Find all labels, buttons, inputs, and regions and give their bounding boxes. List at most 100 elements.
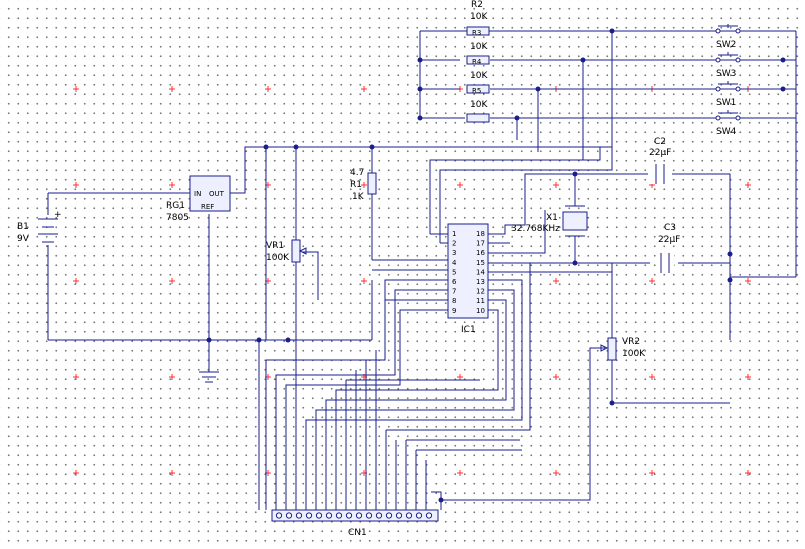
- ic1-pin-label: 2: [452, 240, 456, 248]
- svg-text:R1: R1: [350, 180, 362, 190]
- svg-text:REF: REF: [201, 203, 214, 211]
- connector-pin: [345, 512, 353, 519]
- switch-sw3[interactable]: SW3: [715, 52, 741, 79]
- svg-text:4.7: 4.7: [350, 168, 364, 178]
- ic1-pin-label: 8: [452, 297, 456, 305]
- grid-cross: [553, 470, 559, 476]
- battery-b1[interactable]: + B1 9V: [17, 210, 62, 244]
- crystal-x1[interactable]: X1 32.768KHz: [511, 205, 588, 237]
- grid-cross: [457, 374, 463, 380]
- connector-pin: [405, 512, 413, 519]
- ic1-pin-label: 5: [452, 268, 456, 276]
- grid-cross: [745, 470, 751, 476]
- wires: [47, 30, 797, 510]
- connector-pin: [355, 512, 363, 519]
- resistor-r3[interactable]: R3 10K: [466, 29, 490, 65]
- svg-text:IC1: IC1: [461, 325, 476, 335]
- grid-cross: [457, 470, 463, 476]
- grid-cross: [649, 470, 655, 476]
- svg-text:10K: 10K: [470, 71, 488, 81]
- ic1-pin-label: 7: [452, 288, 456, 296]
- resistor-r5[interactable]: R5 10K: [466, 87, 490, 123]
- connector-pin: [415, 512, 423, 519]
- grid-cross: [649, 374, 655, 380]
- svg-text:OUT: OUT: [209, 190, 225, 198]
- potentiometer-vr1[interactable]: VR1 100K: [266, 239, 307, 263]
- svg-text:B1: B1: [17, 222, 29, 232]
- grid-cross: [745, 278, 751, 284]
- grid-cross: [169, 86, 175, 92]
- svg-text:100K: 100K: [266, 253, 290, 263]
- connector-pin: [305, 512, 313, 519]
- resistor-r2[interactable]: R2 10K: [466, 0, 490, 36]
- grid-cross: [169, 278, 175, 284]
- grid-cross: [361, 182, 367, 188]
- grid-cross: [73, 86, 79, 92]
- svg-text:C2: C2: [654, 137, 666, 147]
- switch-sw1[interactable]: SW1: [715, 81, 741, 108]
- ic1-pin-label: 9: [452, 307, 456, 315]
- ic1-pin-label: 3: [452, 249, 456, 257]
- svg-text:100K: 100K: [622, 349, 646, 359]
- connector-pin: [365, 512, 373, 519]
- svg-text:SW2: SW2: [716, 40, 736, 50]
- capacitor-c2[interactable]: C2 22µF: [649, 137, 671, 184]
- svg-text:CN1: CN1: [348, 528, 367, 538]
- svg-text:R4: R4: [472, 58, 482, 66]
- connector-pins: [275, 512, 433, 519]
- grid-cross: [169, 470, 175, 476]
- ic1-pin-label: 13: [476, 278, 485, 286]
- capacitor-c3[interactable]: C3 22µF: [656, 223, 680, 273]
- regulator-rg1[interactable]: IN OUT REF RG1 7805: [166, 175, 231, 223]
- connector-pin: [275, 512, 283, 519]
- ic1-pin-label: 11: [476, 297, 485, 305]
- switch-sw4[interactable]: SW4: [715, 110, 741, 137]
- potentiometer-vr2[interactable]: VR2 100K: [600, 337, 646, 361]
- connector-pin: [325, 512, 333, 519]
- svg-text:VR2: VR2: [622, 337, 640, 347]
- svg-text:X1: X1: [546, 213, 558, 223]
- grid-cross: [169, 374, 175, 380]
- ic1-pin-label: 17: [476, 240, 485, 248]
- svg-text:1K: 1K: [352, 192, 365, 202]
- ic1-pin-label: 15: [476, 259, 485, 267]
- svg-text:22µF: 22µF: [658, 235, 680, 245]
- grid-cross: [745, 182, 751, 188]
- svg-text:7805: 7805: [166, 213, 189, 223]
- grid-cross: [169, 182, 175, 188]
- resistor-r1[interactable]: 4.7 R1 1K: [350, 168, 377, 202]
- connector-pin: [395, 512, 403, 519]
- ic1-pin-label: 16: [476, 249, 485, 257]
- resistor-r4[interactable]: R4 10K: [466, 58, 490, 94]
- connector-cn1[interactable]: CN1: [271, 509, 439, 538]
- grid-cross: [649, 278, 655, 284]
- ic1-pin-label: 14: [476, 268, 485, 276]
- grid-cross: [265, 86, 271, 92]
- svg-text:SW3: SW3: [716, 69, 736, 79]
- ic1-pin-label: 6: [452, 278, 457, 286]
- svg-text:9V: 9V: [17, 234, 30, 244]
- svg-text:C3: C3: [664, 223, 676, 233]
- svg-text:VR1: VR1: [266, 241, 284, 251]
- grid-cross: [553, 278, 559, 284]
- svg-text:10K: 10K: [470, 12, 488, 22]
- connector-pin: [375, 512, 383, 519]
- grid-cross: [361, 278, 367, 284]
- connector-pin: [425, 512, 433, 519]
- svg-text:32.768KHz: 32.768KHz: [511, 224, 560, 234]
- ic1-pin-label: 18: [476, 230, 485, 238]
- ic1-pin-label: 10: [476, 307, 485, 315]
- junctions: [206, 28, 786, 503]
- svg-text:22µF: 22µF: [649, 148, 671, 158]
- grid-cross: [73, 278, 79, 284]
- svg-text:+: +: [54, 210, 62, 220]
- switch-sw2[interactable]: SW2: [715, 24, 741, 50]
- grid-cross: [73, 470, 79, 476]
- grid-cross: [73, 182, 79, 188]
- svg-text:R2: R2: [471, 0, 483, 10]
- ic1-pin-label: 1: [452, 230, 456, 238]
